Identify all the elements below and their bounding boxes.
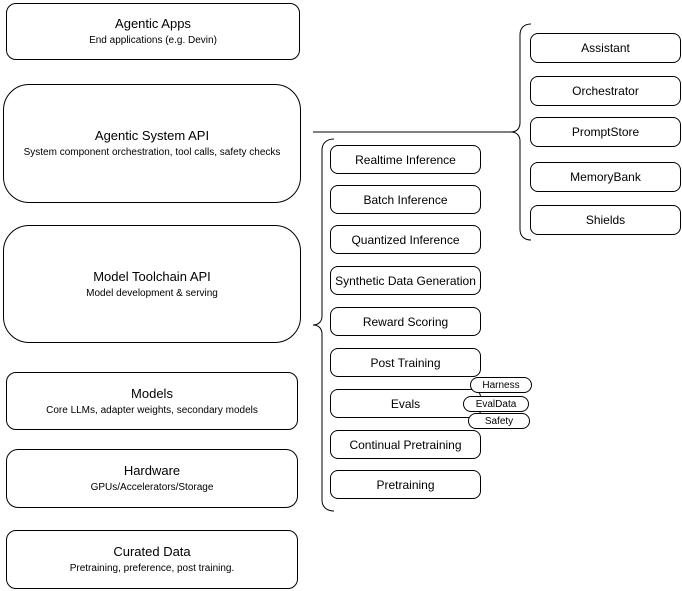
node-label: Shields bbox=[585, 213, 626, 227]
node-label: Post Training bbox=[370, 355, 441, 370]
node-label: Synthetic Data Generation bbox=[335, 273, 476, 288]
node-orchestrator: Orchestrator bbox=[530, 76, 681, 106]
node-subtitle: Model development & serving bbox=[86, 287, 218, 299]
tag-label: Harness bbox=[482, 379, 520, 391]
tag-label: EvalData bbox=[475, 398, 517, 410]
node-subtitle: End applications (e.g. Devin) bbox=[89, 35, 217, 46]
node-title: Hardware bbox=[123, 463, 181, 478]
node-shields: Shields bbox=[530, 205, 681, 235]
node-subtitle: System component orchestration, tool cal… bbox=[23, 147, 281, 158]
node-label: Batch Inference bbox=[363, 192, 448, 207]
tag-safety: Safety bbox=[468, 413, 530, 429]
brace-system-components-group bbox=[510, 23, 532, 241]
brace-toolchain-group bbox=[312, 138, 335, 512]
node-label: Assistant bbox=[581, 41, 630, 55]
node-subtitle: GPUs/Accelerators/Storage bbox=[90, 482, 214, 493]
node-agentic-system-api: Agentic System API System component orch… bbox=[3, 84, 301, 203]
node-promptstore: PromptStore bbox=[530, 117, 681, 147]
node-title: Models bbox=[131, 385, 173, 401]
node-label: MemoryBank bbox=[570, 170, 641, 184]
node-batch-inference: Batch Inference bbox=[330, 185, 481, 214]
node-quantized-inference: Quantized Inference bbox=[330, 225, 481, 254]
node-label: Quantized Inference bbox=[351, 232, 460, 247]
node-continual-pretraining: Continual Pretraining bbox=[330, 430, 481, 459]
node-realtime-inference: Realtime Inference bbox=[330, 145, 481, 174]
node-label: Pretraining bbox=[376, 477, 435, 492]
node-evals: Evals bbox=[330, 389, 481, 418]
node-subtitle: Core LLMs, adapter weights, secondary mo… bbox=[46, 404, 258, 416]
node-model-toolchain-api: Model Toolchain API Model development & … bbox=[3, 225, 301, 343]
node-post-training: Post Training bbox=[330, 348, 481, 377]
node-title: Agentic System API bbox=[94, 128, 210, 143]
node-label: Evals bbox=[390, 396, 421, 411]
node-synthetic-data-generation: Synthetic Data Generation bbox=[330, 266, 481, 295]
node-title: Agentic Apps bbox=[115, 16, 191, 31]
node-label: Reward Scoring bbox=[362, 314, 449, 329]
node-label: Orchestrator bbox=[572, 84, 639, 98]
node-curated-data: Curated Data Pretraining, preference, po… bbox=[6, 530, 298, 589]
tag-evaldata: EvalData bbox=[463, 396, 529, 412]
node-models: Models Core LLMs, adapter weights, secon… bbox=[6, 372, 298, 430]
node-subtitle: Pretraining, preference, post training. bbox=[69, 563, 235, 574]
node-label: PromptStore bbox=[571, 125, 640, 139]
tag-harness: Harness bbox=[470, 377, 532, 393]
node-assistant: Assistant bbox=[530, 33, 681, 63]
node-agentic-apps: Agentic Apps End applications (e.g. Devi… bbox=[6, 3, 300, 60]
node-title: Curated Data bbox=[113, 544, 191, 559]
node-title: Model Toolchain API bbox=[93, 268, 211, 284]
node-hardware: Hardware GPUs/Accelerators/Storage bbox=[6, 449, 298, 508]
tag-label: Safety bbox=[484, 415, 514, 427]
node-memorybank: MemoryBank bbox=[530, 162, 681, 192]
node-reward-scoring: Reward Scoring bbox=[330, 307, 481, 336]
node-label: Continual Pretraining bbox=[349, 437, 462, 452]
node-label: Realtime Inference bbox=[355, 152, 456, 167]
node-pretraining: Pretraining bbox=[330, 470, 481, 499]
